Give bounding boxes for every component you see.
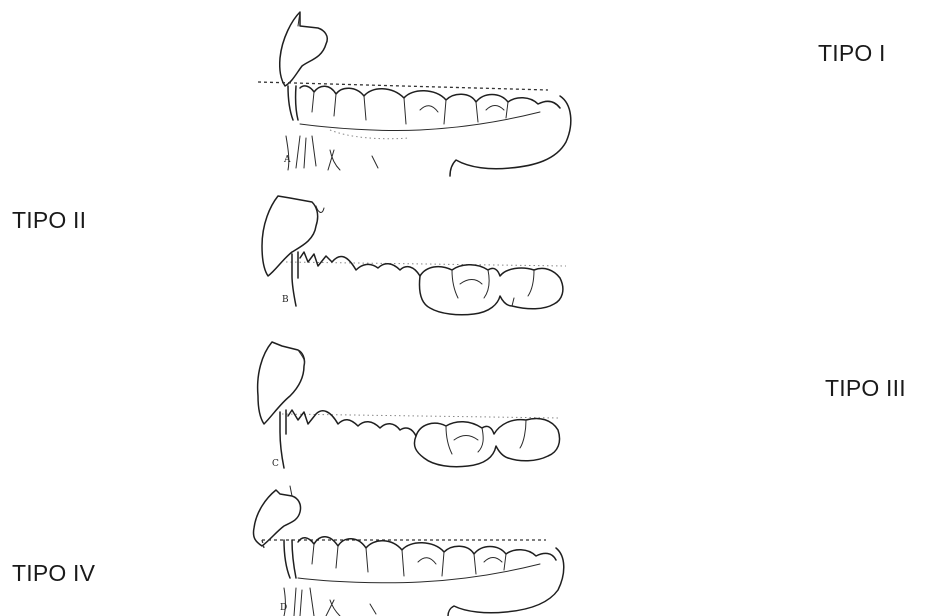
dentition-drawing-d: D xyxy=(253,486,563,616)
figure-letter-d: D xyxy=(280,603,287,613)
dentition-drawing-a: A xyxy=(258,12,571,176)
figure-letter-b: B xyxy=(282,295,289,305)
dentition-drawing-c: C xyxy=(258,342,560,469)
figure-letter-a: A xyxy=(283,155,291,165)
figure-letter-c: C xyxy=(272,459,279,469)
dentition-drawing-b: B xyxy=(262,196,566,315)
